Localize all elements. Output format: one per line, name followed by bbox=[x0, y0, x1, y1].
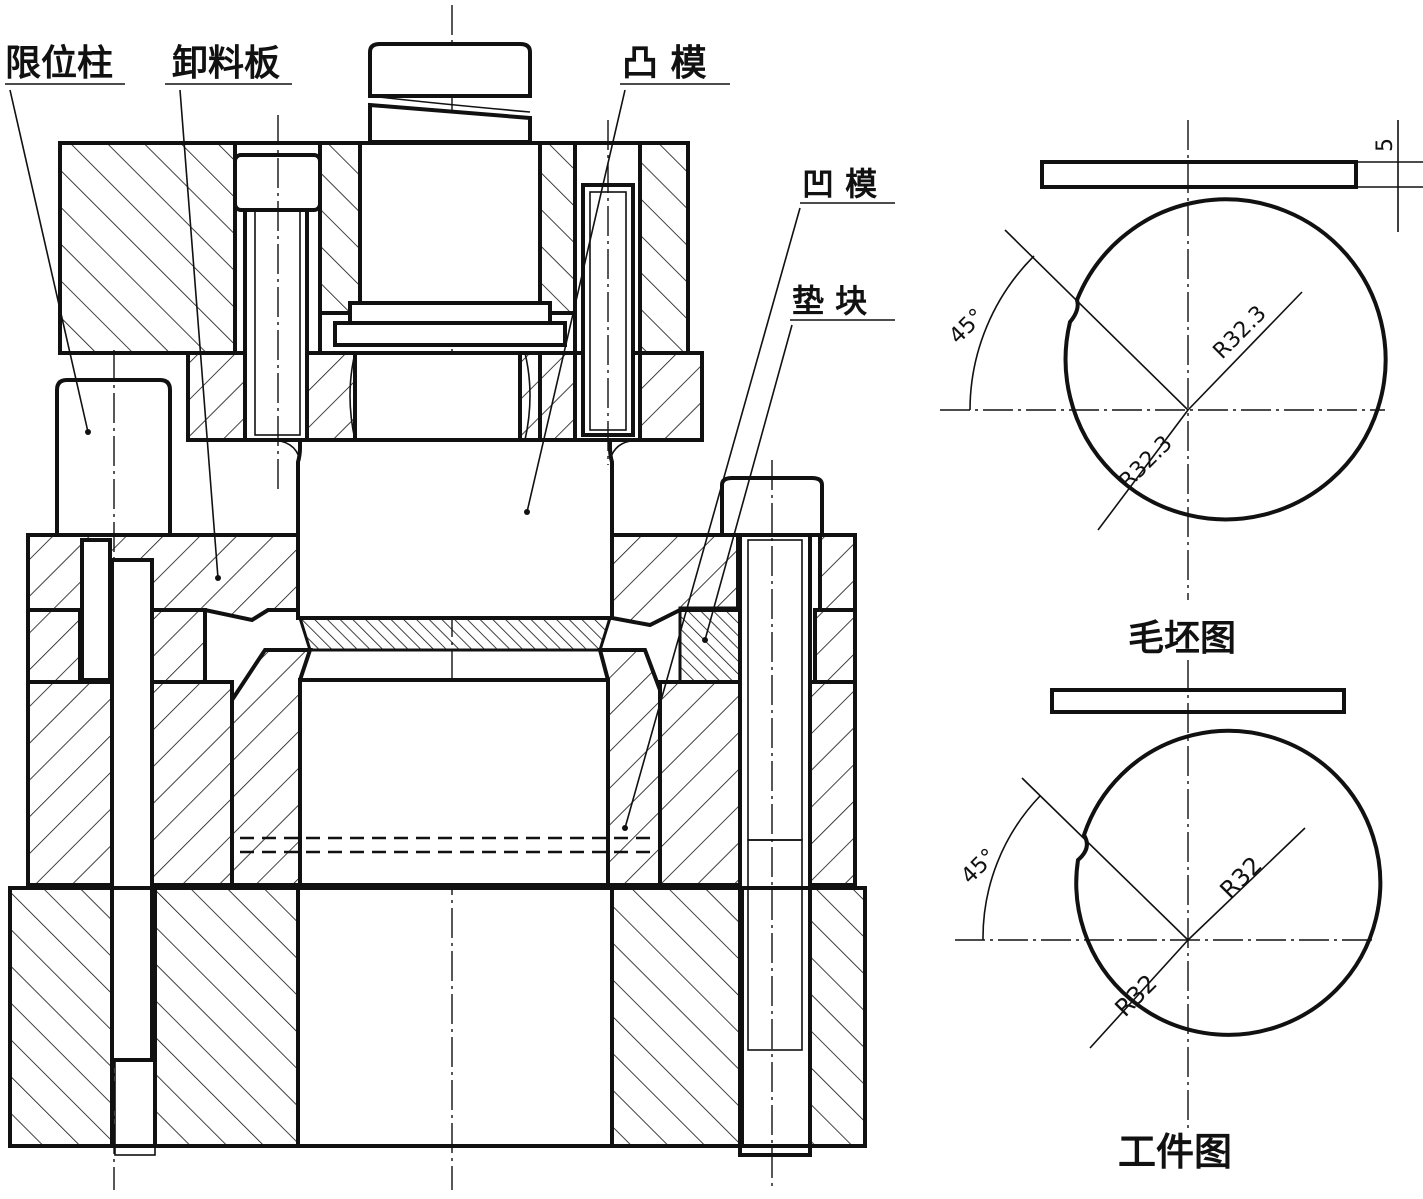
label-spacer-block: 垫 块 bbox=[792, 282, 867, 320]
label-punch: 凸 模 bbox=[622, 43, 707, 84]
workpiece-blank bbox=[297, 616, 613, 652]
dowel-pin-upper bbox=[581, 120, 635, 465]
spacer-plate bbox=[26, 606, 857, 684]
die bbox=[230, 648, 662, 887]
workpiece-drawing: 45° R32 R32 工件图 bbox=[955, 660, 1383, 1174]
blank-thickness-dim: 5 bbox=[1373, 138, 1398, 152]
socket-head-screw-left bbox=[233, 115, 322, 490]
workpiece-radius-upper-label: R32 bbox=[1214, 851, 1267, 904]
workpiece-drawing-title: 工件图 bbox=[1118, 1130, 1232, 1174]
workpiece-side-view bbox=[1050, 688, 1346, 714]
label-die: 凹 模 bbox=[802, 165, 877, 203]
workpiece-angle-label: 45° bbox=[957, 844, 1002, 889]
punch-shank bbox=[368, 42, 532, 144]
leader-lines bbox=[5, 83, 895, 831]
blank-side-view bbox=[1040, 160, 1358, 189]
blank-outline bbox=[1063, 197, 1388, 522]
guide-pin-left bbox=[80, 538, 156, 1156]
workpiece-outline bbox=[1074, 728, 1383, 1037]
lower-die-base bbox=[8, 886, 867, 1148]
punch-fixing-plate bbox=[186, 351, 704, 442]
blank-drawing: 5 45° R32.3 R32.3 毛坯图 bbox=[940, 120, 1423, 659]
label-stripper-plate: 卸料板 bbox=[172, 43, 280, 84]
die-section-view: 限位柱 卸料板 凸 模 凹 模 垫 块 bbox=[5, 5, 895, 1190]
blank-angle-label: 45° bbox=[945, 304, 990, 349]
label-limit-post: 限位柱 bbox=[5, 43, 113, 84]
blank-drawing-title: 毛坯图 bbox=[1128, 618, 1236, 659]
blank-radius-lower-label: R32.3 bbox=[1115, 431, 1178, 494]
